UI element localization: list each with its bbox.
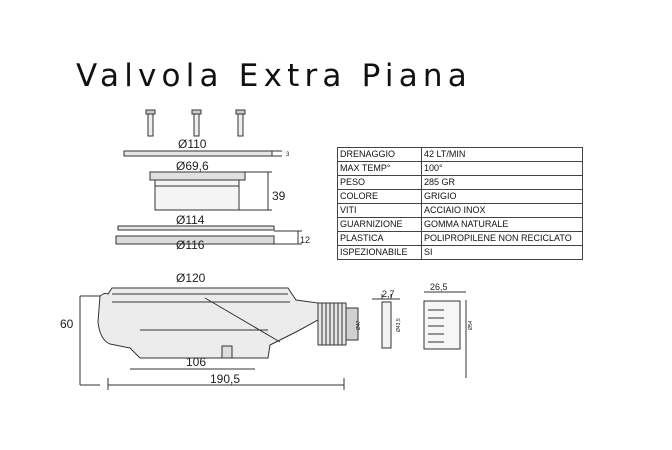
outlet-nut [423,300,461,350]
spec-value: 285 GR [421,175,583,190]
dim-d120: Ø120 [176,271,206,285]
dim-w106: 106 [186,355,206,369]
screw-left [145,109,156,137]
dim-d435: Ø43,5 [396,318,402,332]
dim-w190: 190,5 [210,372,240,386]
dim-t3: 3 [286,152,290,158]
dim-h39: 39 [272,189,286,203]
spec-value: 100° [421,161,583,176]
dim-d110: Ø110 [178,137,207,151]
spec-value: GOMMA NATURALE [421,217,583,232]
screw-middle [191,109,202,137]
threaded-outlet [317,302,359,346]
dim-d114: Ø114 [176,213,205,227]
spec-label: VITI [337,203,422,218]
spec-value: ACCIAIO INOX [421,203,583,218]
siphon-cup [149,171,272,211]
spec-label: PESO [337,175,422,190]
spec-label: COLORE [337,189,422,204]
dim-d69: Ø69,6 [176,159,209,173]
dim-d54: Ø54 [468,320,474,330]
flange-ring [117,225,275,231]
spec-value: 42 LT/MIN [421,147,583,162]
screw-right [235,109,246,137]
dim-h12: 12 [300,235,310,245]
spec-label: PLASTICA [337,231,422,246]
page-title: Valvola Extra Piana [76,58,472,94]
dim-h60: 60 [60,317,74,331]
spec-row: MAX TEMP°100° [337,161,583,176]
spec-label: DRENAGGIO [337,147,422,162]
spec-value: GRIGIO [421,189,583,204]
dim-w265: 26,5 [430,282,448,292]
spec-label: GUARNIZIONE [337,217,422,232]
cover-plate [123,150,273,157]
dim-d116: Ø116 [176,238,205,252]
gasket-ring [115,235,275,245]
spec-value: SI [421,245,583,260]
dim-d47: Ø47 [356,320,362,330]
spec-label: ISPEZIONABILE [337,245,422,260]
spec-label: MAX TEMP° [337,161,422,176]
outlet-washer [381,301,392,349]
dim-w27: 2,7 [382,289,395,299]
valve-body [97,287,319,359]
spec-value: POLIPROPILENE NON RECICLATO [421,231,583,246]
